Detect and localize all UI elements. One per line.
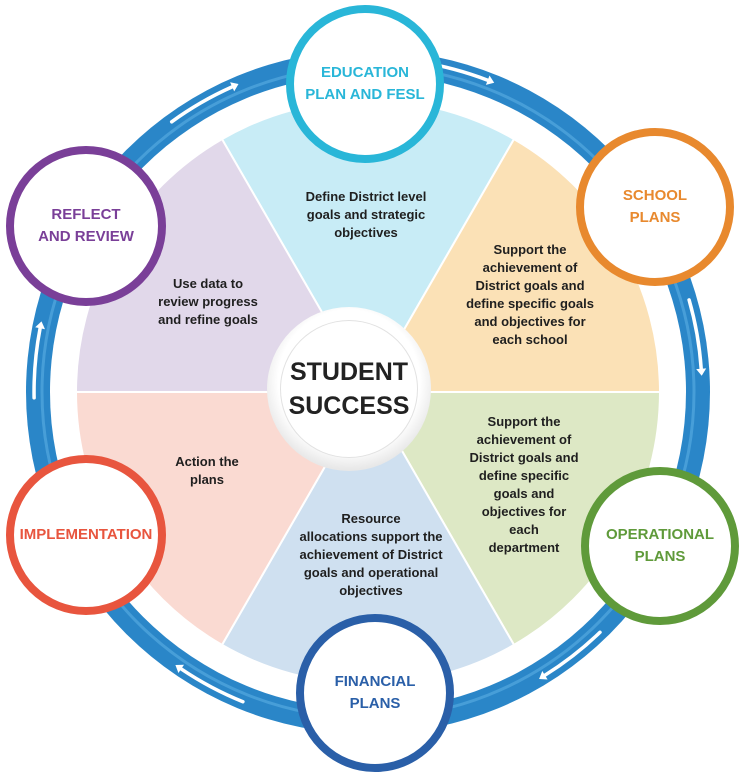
segment-text-operational: Support the achievement of District goal… <box>469 414 579 555</box>
node-label: REFLECT AND REVIEW <box>38 206 134 245</box>
segment-text-financial: Resource allocations support the achieve… <box>299 511 443 598</box>
cycle-arrow-icon <box>179 667 245 704</box>
cycle-arrowhead-icon <box>696 368 707 376</box>
node-label: IMPLEMENTATION <box>19 526 153 543</box>
cycle-arrow-icon <box>687 298 703 371</box>
segment-text-education: Define District level goals and strategi… <box>305 189 427 240</box>
node-financial-plans: FINANCIAL PLANS <box>296 614 454 772</box>
cycle-arrowhead-icon <box>230 82 239 92</box>
cycle-arrow-icon <box>32 326 42 400</box>
cycle-arrowhead-icon <box>539 671 548 680</box>
node-school-plans: SCHOOL PLANS <box>576 128 734 286</box>
node-label: EDUCATION PLAN AND FESL <box>305 64 425 103</box>
cycle-arrow-icon <box>169 85 234 124</box>
student-success-hub: STUDENT SUCCESS <box>267 307 431 471</box>
cycle-arrowhead-icon <box>485 75 495 85</box>
node-operational-plans: OPERATIONAL PLANS <box>581 467 739 625</box>
node-education-plan: EDUCATION PLAN AND FESL <box>286 5 444 163</box>
node-label: SCHOOL PLANS <box>622 187 688 226</box>
node-reflect-review: REFLECT AND REVIEW <box>6 146 166 306</box>
cycle-arrow-icon <box>543 630 602 677</box>
cycle-arrowhead-icon <box>35 321 45 330</box>
cycle-arrowhead-icon <box>175 664 184 673</box>
center-label: STUDENT SUCCESS <box>288 358 410 420</box>
node-label: FINANCIAL PLANS <box>334 673 416 712</box>
segment-text-implementation: Action the plans <box>175 454 239 487</box>
segment-text-school: Support the achievement of District goal… <box>466 242 594 347</box>
segment-text-reflect: Use data to review progress and refine g… <box>158 276 258 327</box>
node-implementation: IMPLEMENTATION <box>6 455 166 615</box>
node-label: OPERATIONAL PLANS <box>605 526 715 565</box>
